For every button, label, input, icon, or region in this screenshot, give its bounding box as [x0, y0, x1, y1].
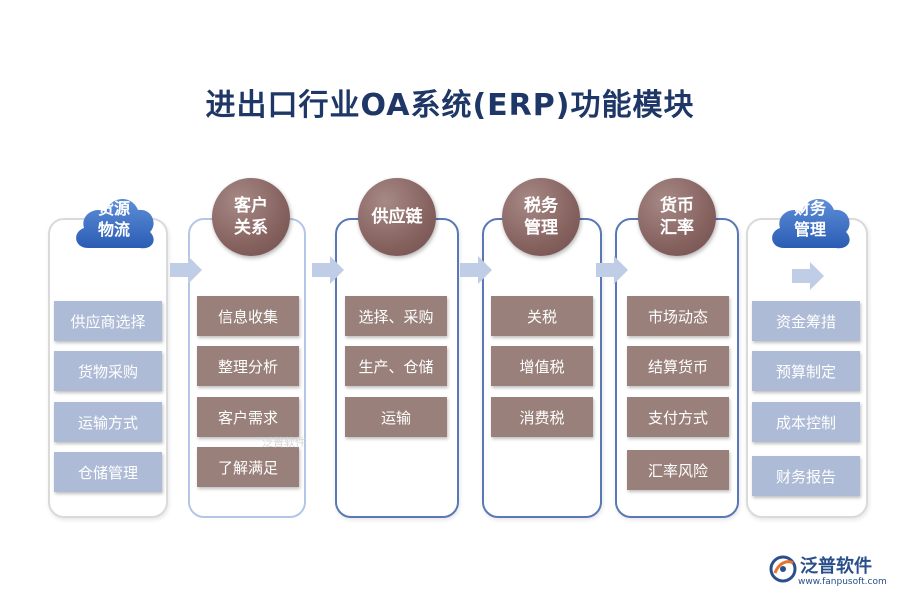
module-item: 仓储管理	[54, 452, 162, 492]
module-title-line: 客户	[234, 196, 268, 216]
module-title-line: 物流	[97, 220, 130, 239]
module-title-line: 货源	[97, 199, 130, 218]
module-item: 结算货币	[627, 346, 729, 386]
circle-header-customer: 客户 关系	[212, 178, 290, 256]
page-title: 进出口行业OA系统(ERP)功能模块	[205, 88, 695, 123]
module-title-line: 管理	[793, 220, 826, 239]
module-item: 关税	[491, 296, 593, 336]
flow-arrow-2	[312, 256, 344, 284]
circle-header-tax: 税务 管理	[502, 178, 580, 256]
module-title-line: 汇率	[660, 218, 694, 238]
module-title-line: 供应链	[371, 207, 423, 227]
module-item: 增值税	[491, 346, 593, 386]
module-title-line: 管理	[524, 218, 558, 238]
module-item: 供应商选择	[54, 301, 162, 341]
module-item: 消费税	[491, 397, 593, 437]
flow-arrow-3	[460, 256, 492, 284]
module-item: 市场动态	[627, 296, 729, 336]
module-item: 信息收集	[197, 296, 299, 336]
brand-logo: 泛普软件 www.fanpusoft.com	[768, 552, 893, 596]
module-title-line: 关系	[234, 218, 268, 238]
module-item: 财务报告	[752, 456, 860, 496]
module-item: 预算制定	[752, 351, 860, 391]
module-item: 整理分析	[197, 346, 299, 386]
module-title-line: 财务	[793, 199, 826, 218]
cloud-icon	[772, 198, 850, 249]
module-item: 生产、仓储	[345, 346, 447, 386]
module-item: 支付方式	[627, 397, 729, 437]
module-item: 资金筹措	[752, 301, 860, 341]
module-item: 客户需求	[197, 397, 299, 437]
logo-icon	[769, 555, 797, 583]
flow-arrow-4	[596, 256, 628, 284]
logo-url: www.fanpusoft.com	[798, 577, 887, 587]
module-item: 了解满足	[197, 447, 299, 487]
module-item: 成本控制	[752, 402, 860, 442]
module-item: 运输方式	[54, 402, 162, 442]
flow-arrow-5	[792, 262, 824, 290]
module-item: 货物采购	[54, 351, 162, 391]
watermark: 泛普软件	[262, 436, 306, 449]
module-item: 运输	[345, 397, 447, 437]
module-item: 汇率风险	[627, 450, 729, 490]
circle-header-supply-chain: 供应链	[358, 178, 436, 256]
flow-arrow-1	[170, 256, 202, 284]
cloud-header-sourcing: 货源 物流	[66, 188, 162, 258]
circle-header-currency: 货币 汇率	[638, 178, 716, 256]
cloud-icon	[76, 198, 154, 249]
module-title-line: 税务	[524, 196, 558, 216]
module-title-line: 货币	[660, 196, 694, 216]
cloud-header-finance: 财务 管理	[762, 188, 858, 258]
logo-name: 泛普软件	[800, 556, 872, 577]
module-item: 选择、采购	[345, 296, 447, 336]
